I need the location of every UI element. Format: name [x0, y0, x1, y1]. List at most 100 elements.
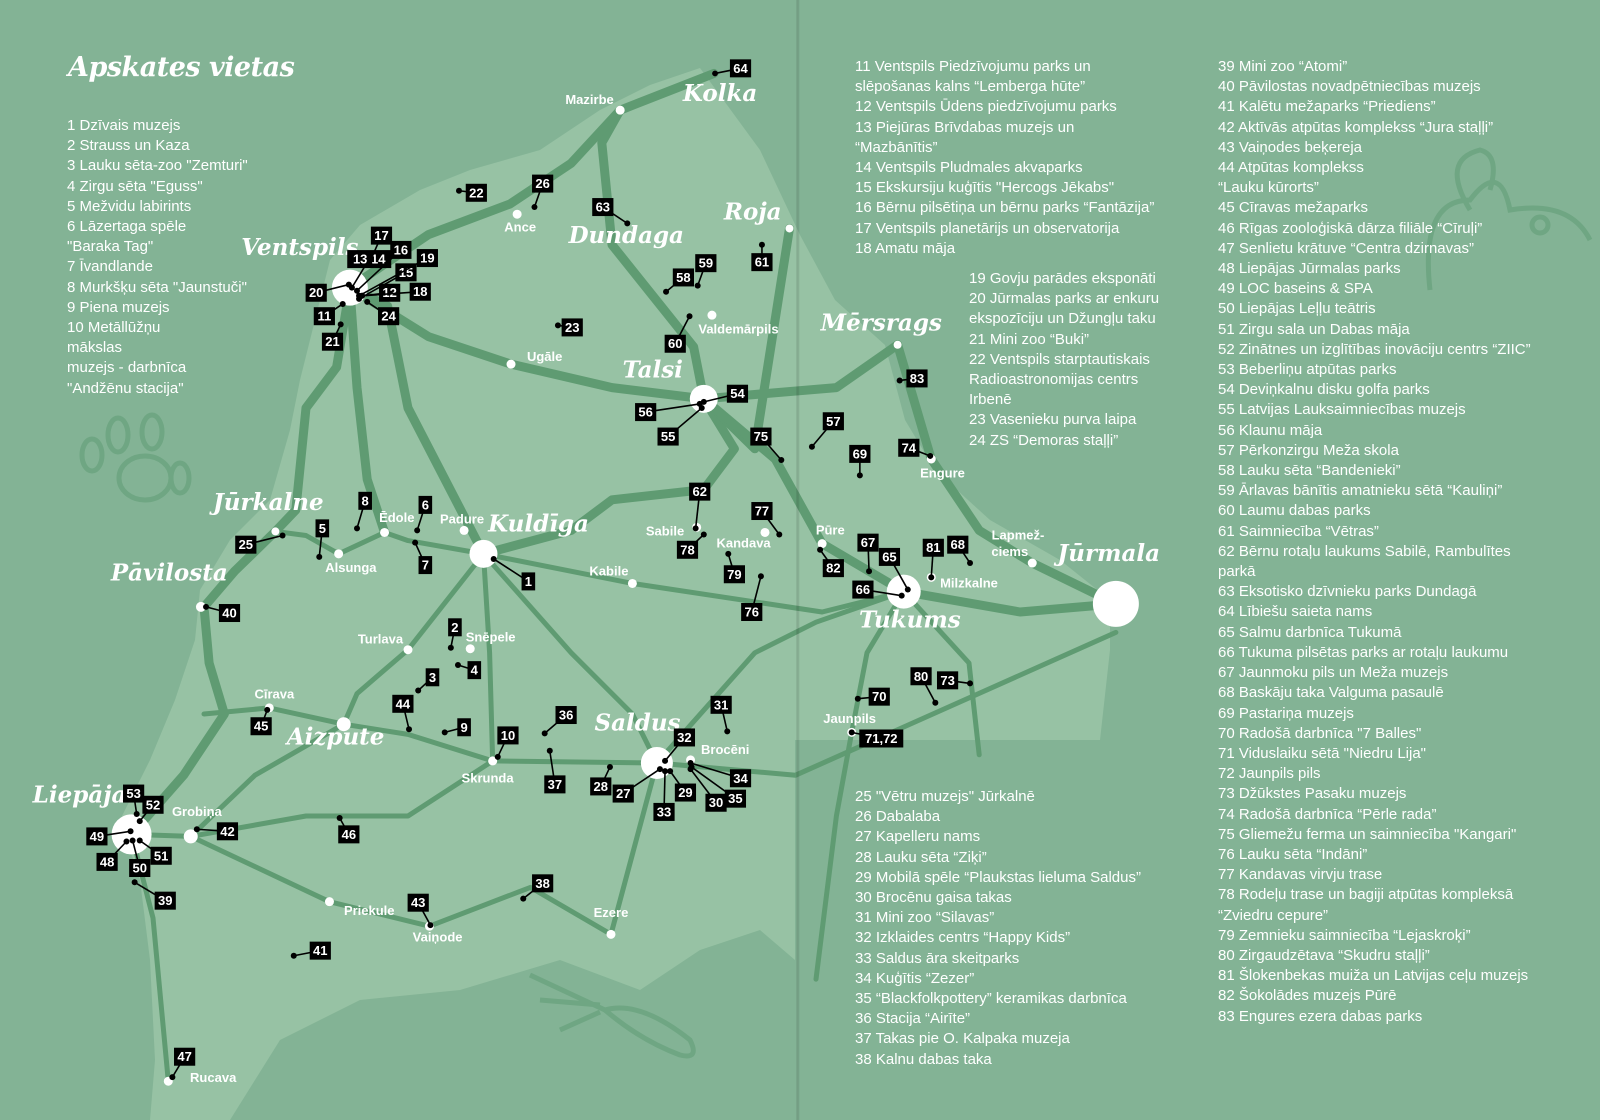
marker-50[interactable]: 50 [129, 837, 151, 878]
marker-83[interactable]: 83 [896, 369, 928, 388]
marker-61[interactable]: 61 [751, 241, 773, 272]
marker-59[interactable]: 59 [694, 254, 717, 289]
marker-dot [692, 525, 699, 532]
list-item: 38 Kalnu dabas taka [855, 1050, 992, 1068]
marker-7[interactable]: 7 [412, 539, 433, 575]
marker-40[interactable]: 40 [203, 603, 241, 623]
marker-2[interactable]: 2 [447, 618, 462, 651]
marker-22[interactable]: 22 [456, 183, 487, 202]
marker-1[interactable]: 1 [490, 555, 536, 591]
marker-44[interactable]: 44 [392, 694, 414, 733]
marker-67[interactable]: 67 [857, 533, 879, 575]
marker-52[interactable]: 52 [136, 795, 164, 825]
marker-60[interactable]: 60 [664, 313, 693, 353]
marker-23[interactable]: 23 [554, 318, 583, 337]
marker-13-14[interactable]: 13,14 [347, 250, 392, 291]
list-item: 51 Zirgu sala un Dabas māja [1218, 320, 1410, 338]
marker-4[interactable]: 4 [454, 661, 482, 680]
marker-43[interactable]: 43 [407, 893, 434, 929]
marker-32[interactable]: 32 [662, 728, 696, 764]
marker-63[interactable]: 63 [592, 198, 631, 227]
town-label: Vaiņode [413, 929, 463, 944]
marker-66[interactable]: 66 [852, 580, 905, 599]
marker-19[interactable]: 19 [356, 249, 438, 299]
marker-42[interactable]: 42 [193, 822, 239, 841]
marker-dot [456, 187, 462, 194]
marker-10[interactable]: 10 [494, 726, 519, 760]
list-item: 61 Saimniecība “Vētras” [1218, 522, 1379, 540]
marker-number: 38 [535, 876, 549, 891]
town-dot [506, 359, 516, 369]
marker-16[interactable]: 16 [354, 240, 412, 294]
marker-47[interactable]: 47 [169, 1047, 196, 1081]
marker-53[interactable]: 53 [123, 784, 145, 817]
marker-37[interactable]: 37 [544, 747, 566, 794]
marker-51[interactable]: 51 [136, 837, 172, 865]
marker-dot [928, 574, 935, 581]
marker-21[interactable]: 21 [321, 321, 344, 351]
marker-54[interactable]: 54 [700, 384, 749, 405]
road [699, 394, 909, 597]
marker-8[interactable]: 8 [354, 491, 372, 532]
marker-box [590, 777, 612, 796]
list-item: 71 Viduslaiku sētā "Niedru Lija" [1218, 744, 1426, 762]
marker-71-72[interactable]: 71,72 [848, 729, 904, 748]
marker-49[interactable]: 49 [86, 827, 134, 846]
marker-77[interactable]: 77 [751, 502, 783, 538]
marker-11[interactable]: 11 [313, 300, 346, 326]
marker-31[interactable]: 31 [710, 695, 732, 735]
marker-box [561, 318, 583, 337]
marker-28[interactable]: 28 [590, 764, 613, 796]
marker-24[interactable]: 24 [364, 298, 400, 326]
marker-74[interactable]: 74 [898, 438, 934, 459]
marker-45[interactable]: 45 [250, 706, 272, 736]
marker-number: 26 [535, 176, 549, 191]
marker-38[interactable]: 38 [520, 874, 554, 902]
marker-70[interactable]: 70 [854, 687, 890, 706]
marker-69[interactable]: 69 [849, 444, 871, 479]
marker-55[interactable]: 55 [657, 405, 705, 446]
marker-3[interactable]: 3 [415, 668, 440, 694]
marker-57[interactable]: 57 [808, 412, 844, 450]
list-item: 76 Lauku sēta “Indāni” [1218, 845, 1368, 863]
marker-dot [264, 706, 271, 713]
marker-80[interactable]: 80 [910, 667, 939, 706]
marker-9[interactable]: 9 [441, 718, 471, 737]
marker-29[interactable]: 29 [667, 768, 697, 802]
marker-30[interactable]: 30 [687, 766, 727, 812]
marker-73[interactable]: 73 [936, 671, 974, 690]
marker-46[interactable]: 46 [336, 815, 360, 844]
marker-18[interactable]: 18 [359, 282, 431, 301]
marker-41[interactable]: 41 [290, 941, 331, 960]
page-title: Apskates vietas [68, 52, 295, 83]
marker-82[interactable]: 82 [817, 546, 844, 578]
marker-56[interactable]: 56 [635, 400, 703, 422]
marker-dot [441, 729, 448, 736]
marker-26[interactable]: 26 [531, 174, 554, 211]
marker-58[interactable]: 58 [663, 268, 694, 295]
marker-35[interactable]: 35 [688, 764, 747, 808]
marker-65[interactable]: 65 [878, 547, 911, 593]
marker-76[interactable]: 76 [741, 573, 764, 621]
marker-20[interactable]: 20 [305, 281, 352, 302]
marker-39[interactable]: 39 [131, 879, 176, 910]
marker-33[interactable]: 33 [653, 768, 675, 821]
marker-17[interactable]: 17 [366, 226, 393, 267]
marker-dot [279, 532, 286, 539]
marker-79[interactable]: 79 [723, 550, 745, 584]
marker-75[interactable]: 75 [750, 427, 785, 464]
marker-81[interactable]: 81 [922, 538, 944, 581]
marker-dot [817, 546, 824, 553]
marker-36[interactable]: 36 [541, 706, 577, 737]
paw-print-icon [79, 412, 192, 503]
marker-25[interactable]: 25 [235, 532, 286, 554]
marker-48[interactable]: 48 [96, 838, 130, 871]
marker-64[interactable]: 64 [712, 59, 752, 78]
marker-27[interactable]: 27 [612, 766, 663, 803]
marker-62[interactable]: 62 [689, 482, 711, 532]
marker-5[interactable]: 5 [315, 519, 330, 560]
marker-box [174, 1047, 196, 1066]
marker-68[interactable]: 68 [947, 535, 974, 567]
marker-6[interactable]: 6 [414, 495, 433, 534]
marker-78[interactable]: 78 [676, 531, 707, 559]
